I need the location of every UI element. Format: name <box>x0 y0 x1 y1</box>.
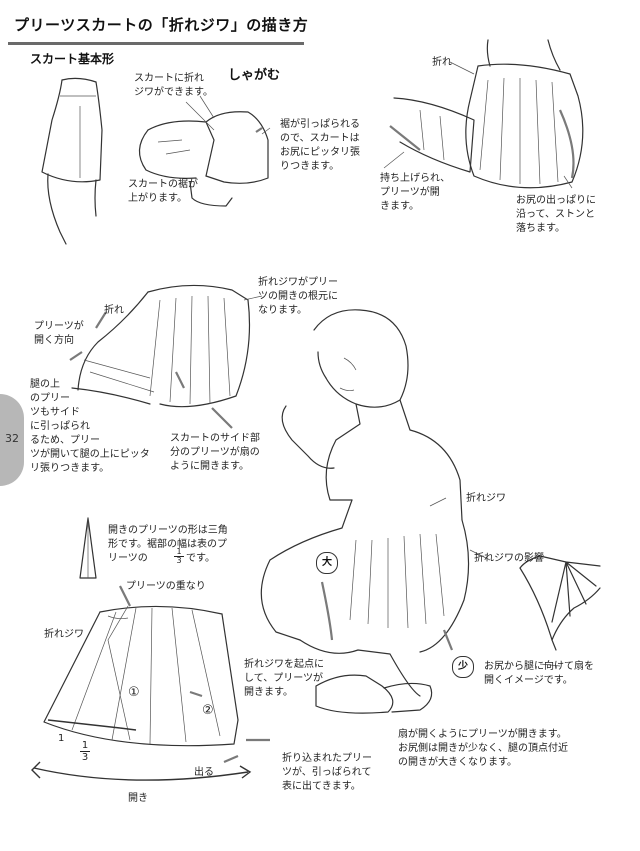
fan-illustration <box>519 555 601 651</box>
note-side-fan: スカートのサイド部 分のプリーツが扇の ように開きます。 <box>170 433 260 472</box>
note-origin-open: 折れジワを起点に して、プリーツが 開きます。 <box>244 659 324 698</box>
basic-skirt-illustration <box>41 77 103 245</box>
note-fold-wrinkle-forms: スカートに折れ ジワができます。 <box>134 73 213 98</box>
label-opening: 開き <box>128 793 148 804</box>
note-thigh-pull: 腿の上 のプリー ツもサイド に引っぱられ るため、プリー ツが開いて腿の上にピ… <box>30 379 150 474</box>
label-squat: しゃがむ <box>228 68 281 83</box>
note-fold-mid: 折れ <box>104 305 124 316</box>
dimension-one: 1 <box>58 733 65 744</box>
triangle-illustration <box>79 517 97 579</box>
subheading-basic-skirt: スカート基本形 <box>30 52 115 66</box>
badge-circle-2: ② <box>202 703 214 718</box>
note-triangle-suffix: です。 <box>186 553 215 564</box>
badge-small: 少 <box>452 656 474 678</box>
badge-circle-1: ① <box>128 685 140 700</box>
note-hip-bulge: お尻の出っぱりに 沿って、ストンと 落ちます。 <box>516 195 596 234</box>
note-pleat-overlap: プリーツの重なり <box>126 581 206 592</box>
dimension-fraction-denominator: 3 <box>81 752 89 763</box>
note-lifted-opens: 持ち上げられ、 プリーツが開 きます。 <box>380 173 451 212</box>
thigh-pleat-illustration <box>69 284 251 429</box>
badge-big: 大 <box>316 552 338 574</box>
label-comes-out: 出る <box>194 767 214 778</box>
title-underline <box>8 42 304 45</box>
page-number: 32 <box>5 432 19 445</box>
note-hip-fan: お尻から腿に向けて扇を 開くイメージです。 <box>484 661 594 686</box>
dimension-fraction-numerator: 1 <box>80 740 90 752</box>
page-title: プリーツスカートの「折れジワ」の描き方 <box>14 16 309 34</box>
inline-fraction-denominator: 3 <box>176 556 182 565</box>
note-fold-wrinkle-left: 折れジワ <box>44 629 84 640</box>
note-hem-raised: スカートの裾が 上がります。 <box>128 179 198 204</box>
note-hem-pulled: 裾が引っぱられる ので、スカートは お尻にピッタリ張 りつきます。 <box>280 119 360 172</box>
note-fold-root: 折れジワがプリー ツの開きの根元に なります。 <box>258 277 338 316</box>
page-number-tab <box>0 394 24 486</box>
note-fold-top: 折れ <box>432 57 452 68</box>
squatting-girl-illustration <box>260 309 470 714</box>
pleated-skirt-diagram <box>31 585 270 781</box>
note-fan-open: 扇が開くようにプリーツが開きます。 お尻側は開きが少なく、腿の頂点付近 の開きが… <box>398 729 568 768</box>
note-fold-wrinkle-shadow: 折れジワの影響 <box>474 553 544 564</box>
leader-lines <box>199 61 573 667</box>
dimension-fraction: 1 3 <box>80 740 90 763</box>
inline-fraction: 1 3 <box>174 548 184 565</box>
note-triangle-shape: 開きのプリーツの形は三角 形です。裾部の幅は表のプ リーツの <box>108 525 228 564</box>
note-folded-in: 折り込まれたプリー ツが、引っぱられて 表に出てきます。 <box>282 753 372 792</box>
note-pleat-open-direction: プリーツが 開く方向 <box>34 321 84 346</box>
squat-skirt-illustration <box>138 101 269 207</box>
lifted-skirt-illustration <box>389 39 584 189</box>
note-fold-wrinkle-right: 折れジワ <box>466 493 506 504</box>
inline-fraction-numerator: 1 <box>174 548 184 557</box>
